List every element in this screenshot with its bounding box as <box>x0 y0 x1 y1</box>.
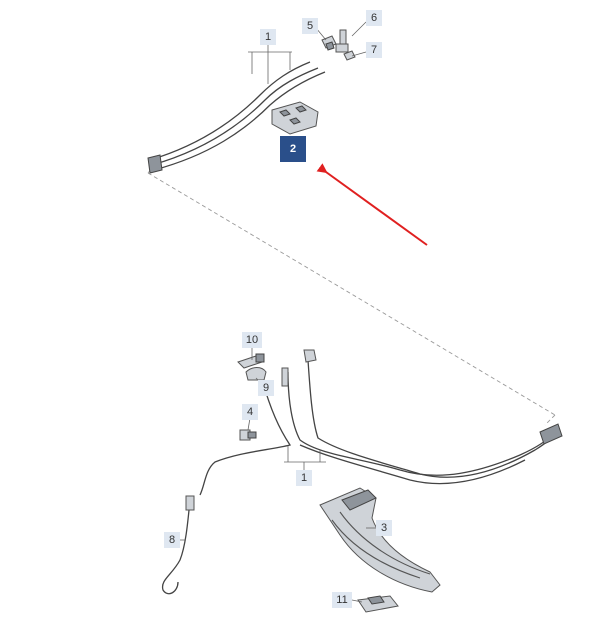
label-5: 5 <box>302 18 318 34</box>
label-3: 3 <box>376 520 392 536</box>
highlight-arrow <box>316 163 428 246</box>
lower-brake-line-bundle <box>161 359 563 595</box>
label-1-top-text: 1 <box>265 31 271 43</box>
heat-shield-part-3 <box>319 487 441 593</box>
underbody-outline <box>147 157 556 426</box>
label-8: 8 <box>164 532 180 548</box>
label-5-text: 5 <box>307 20 313 32</box>
label-6: 6 <box>366 10 382 26</box>
label-8-text: 8 <box>169 534 175 546</box>
label-11-text: 11 <box>336 594 347 606</box>
label-1-bottom: 1 <box>296 470 312 486</box>
fitting-9 <box>245 367 267 381</box>
label-2[interactable]: 2 <box>280 136 306 162</box>
label-10-text: 10 <box>246 334 258 346</box>
label-11: 11 <box>332 592 352 608</box>
fitting-10 <box>237 353 265 369</box>
clip-part-11 <box>357 595 399 613</box>
leader-lines <box>180 21 376 603</box>
fitting-8 <box>185 495 195 511</box>
label-7-text: 7 <box>371 44 377 56</box>
fitting-6 <box>335 29 349 53</box>
upper-brake-line-bundle <box>147 61 326 174</box>
label-6-text: 6 <box>371 12 377 24</box>
label-4: 4 <box>242 404 258 420</box>
connector-4 <box>239 429 257 441</box>
label-1-top: 1 <box>260 29 276 45</box>
label-4-text: 4 <box>247 406 253 418</box>
label-3-text: 3 <box>381 522 387 534</box>
bracket-part-2 <box>271 101 319 135</box>
label-2-text: 2 <box>290 143 296 155</box>
label-9: 9 <box>258 380 274 396</box>
fitting-7 <box>343 50 356 61</box>
label-9-text: 9 <box>263 382 269 394</box>
label-10: 10 <box>242 332 262 348</box>
label-1-bottom-text: 1 <box>301 472 307 484</box>
upper-fittings-hose <box>281 349 317 387</box>
label-7: 7 <box>366 42 382 58</box>
